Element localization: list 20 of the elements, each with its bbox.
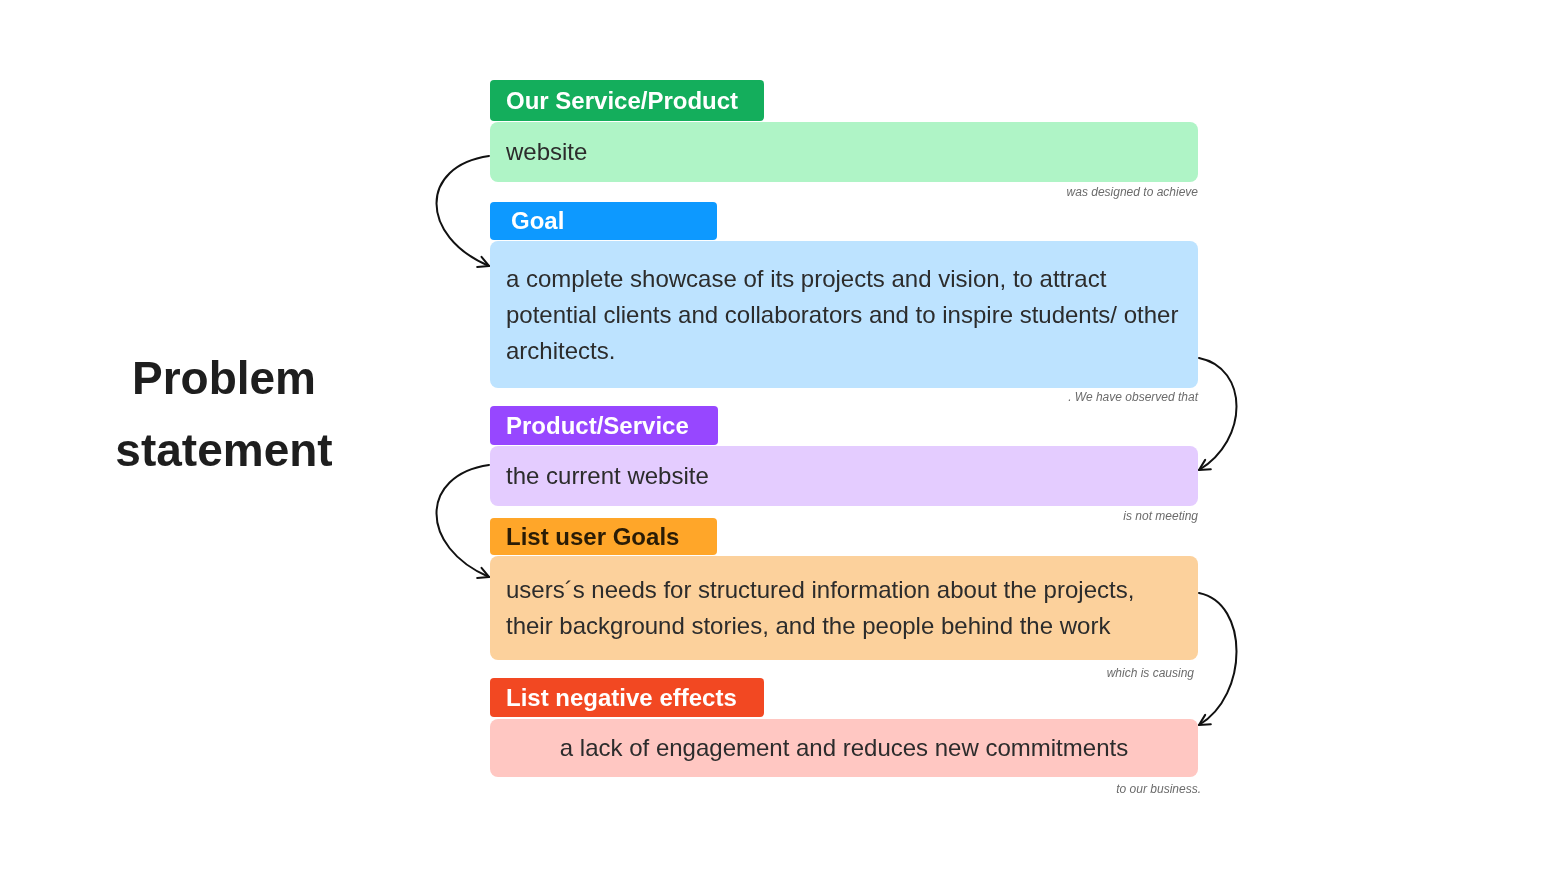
- statement-panel: a lack of engagement and reduces new commitments: [490, 719, 1198, 777]
- statement-panel: users´s needs for structured information about the projects, their background stories, and the people behind the work: [490, 556, 1198, 660]
- curved-arrow: [1198, 592, 1238, 726]
- diagram-title: Problem statement: [114, 351, 334, 478]
- curved-arrow: [435, 464, 490, 579]
- curved-arrow: [435, 155, 490, 268]
- statement-panel: the current website: [490, 446, 1198, 506]
- category-tab: Our Service/Product: [490, 80, 764, 121]
- statement-panel: a complete showcase of its projects and vision, to attract potential clients and collaborators and to inspire students/ other architects.: [490, 241, 1198, 388]
- annotation-note: . We have observed that: [1068, 390, 1198, 404]
- annotation-note: to our business.: [1116, 782, 1201, 796]
- category-tab: List user Goals: [490, 518, 717, 555]
- annotation-note: was designed to achieve: [1066, 185, 1198, 199]
- annotation-note: which is causing: [1106, 666, 1194, 680]
- category-tab: Goal: [490, 202, 717, 240]
- curved-arrow: [1198, 357, 1238, 471]
- category-tab: List negative effects: [490, 678, 764, 717]
- category-tab: Product/Service: [490, 406, 718, 445]
- annotation-note: is not meeting: [1123, 509, 1198, 523]
- statement-panel: website: [490, 122, 1198, 182]
